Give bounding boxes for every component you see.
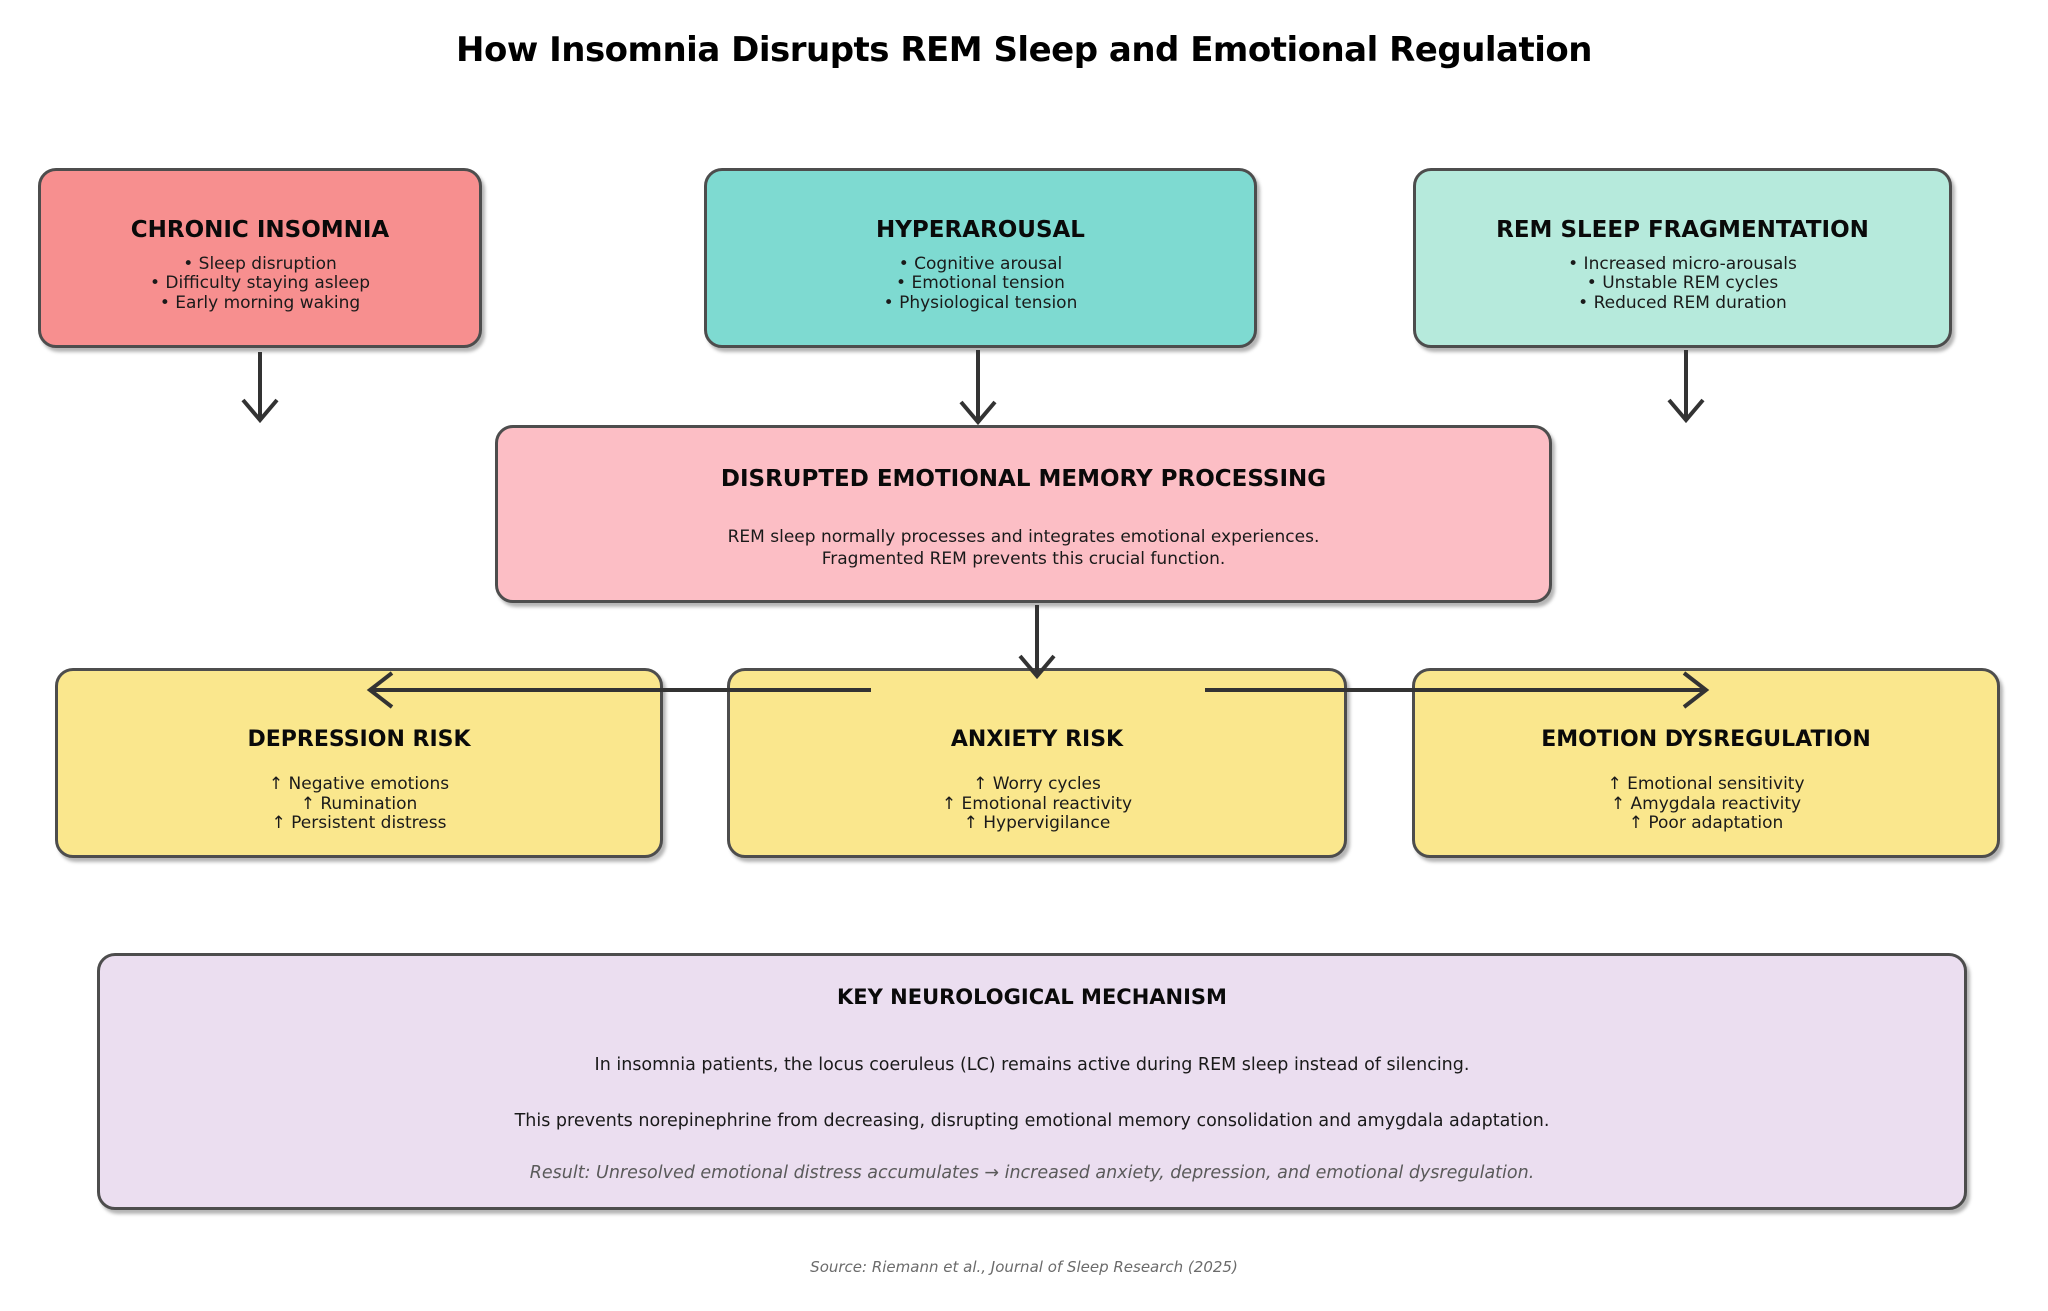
disrupted-processing-line2: Fragmented REM prevents this crucial fun… [821,549,1226,569]
arrow-processing-to-anxiety [1018,605,1056,680]
disrupted-processing-heading: DISRUPTED EMOTIONAL MEMORY PROCESSING [720,466,1327,492]
page-title: How Insomnia Disrupts REM Sleep and Emot… [456,30,1592,70]
emotion-dysregulation-box: EMOTION DYSREGULATION ↑ Emotional sensit… [1412,668,2000,858]
rem-sleep-fragmentation-box: REM SLEEP FRAGMENTATION • Increased micr… [1413,168,1952,348]
list-item: • Sleep disruption [183,253,337,274]
list-item: ↑ Emotional sensitivity [1607,774,1805,794]
key-mechanism-result: Result: Unresolved emotional distress ac… [529,1163,1535,1183]
list-item: • Early morning waking [159,292,361,313]
list-item: • Emotional tension [896,273,1065,294]
arrow-insomnia-down [241,352,279,424]
anxiety-risk-box: ANXIETY RISK ↑ Worry cycles ↑ Emotional … [727,668,1347,858]
list-item: ↑ Persistent distress [271,813,447,833]
chronic-insomnia-box: CHRONIC INSOMNIA • Sleep disruption • Di… [38,168,482,348]
key-mechanism-line1: In insomnia patients, the locus coeruleu… [594,1055,1470,1075]
list-item: • Physiological tension [883,292,1078,313]
emotion-dysregulation-heading: EMOTION DYSREGULATION [1541,727,1871,752]
chronic-insomnia-heading: CHRONIC INSOMNIA [130,216,390,243]
hyperarousal-box: HYPERAROUSAL • Cognitive arousal • Emoti… [704,168,1257,348]
list-item: • Unstable REM cycles [1586,273,1779,294]
list-item: ↑ Amygdala reactivity [1610,793,1802,814]
list-item: ↑ Rumination [300,793,418,814]
list-item: • Reduced REM duration [1578,292,1787,313]
disrupted-processing-line1: REM sleep normally processes and integra… [727,527,1320,547]
key-mechanism-box: KEY NEUROLOGICAL MECHANISM In insomnia p… [97,953,1967,1210]
list-item: • Difficulty staying asleep [149,273,371,294]
list-item: • Increased micro-arousals [1568,253,1797,274]
list-item: • Cognitive arousal [898,253,1063,274]
rem-sleep-fragmentation-heading: REM SLEEP FRAGMENTATION [1496,216,1869,243]
arrow-remfrag-down [1667,350,1705,424]
list-item: ↑ Hypervigilance [963,813,1111,833]
hyperarousal-heading: HYPERAROUSAL [876,216,1085,243]
arrow-hyperarousal-down [959,350,997,426]
disrupted-processing-box: DISRUPTED EMOTIONAL MEMORY PROCESSING RE… [495,425,1552,603]
list-item: ↑ Negative emotions [268,774,450,794]
anxiety-risk-heading: ANXIETY RISK [950,727,1124,752]
depression-risk-heading: DEPRESSION RISK [247,727,471,752]
key-mechanism-line2: This prevents norepinephrine from decrea… [514,1111,1550,1131]
depression-risk-box: DEPRESSION RISK ↑ Negative emotions ↑ Ru… [55,668,663,858]
list-item: ↑ Emotional reactivity [941,793,1133,814]
key-mechanism-heading: KEY NEUROLOGICAL MECHANISM [837,985,1227,1009]
list-item: ↑ Poor adaptation [1628,813,1784,833]
source-citation: Source: Riemann et al., Journal of Sleep… [810,1258,1238,1276]
list-item: ↑ Worry cycles [973,774,1101,794]
